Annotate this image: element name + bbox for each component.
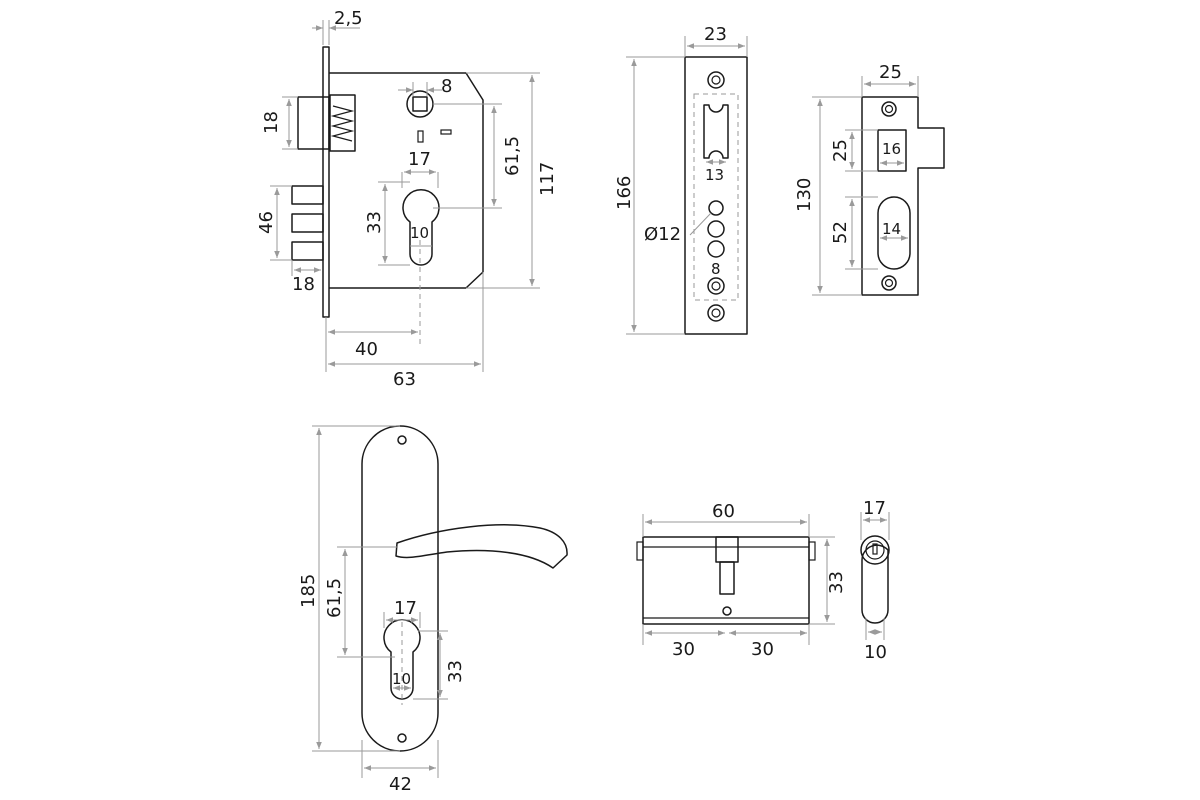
cylinder-end-profile	[861, 544, 889, 624]
cylinder-cam-slot	[715, 536, 739, 563]
dim-strike-width: 25	[879, 62, 902, 83]
body-slot-1	[417, 130, 424, 143]
cylinder-body	[642, 536, 810, 625]
mortise-lock-body	[329, 72, 484, 289]
mortise-faceplate-edge	[322, 46, 330, 318]
cylinder-keyway-plug	[865, 540, 885, 560]
latch-spring	[330, 105, 355, 142]
dim-faceplate-thickness: 2,5	[334, 8, 363, 29]
dim-hole-pitch: 8	[711, 260, 721, 278]
dim-cyl-width: 17	[408, 149, 431, 170]
faceplate-inner-dashed	[693, 93, 739, 301]
dim-latch-height: 18	[261, 111, 282, 134]
dim-hole-diameter: Ø12	[644, 224, 681, 245]
dim-body-depth: 63	[393, 369, 416, 390]
body-slot-2	[440, 129, 452, 135]
cylinder-profile-hole	[402, 189, 440, 266]
dim-cyl-height: 33	[364, 211, 385, 234]
latch-bolt	[297, 96, 330, 150]
dim-handle-cyl-narrow: 10	[392, 670, 411, 688]
faceplate-outline	[684, 56, 748, 335]
mortise-lock-view: 2,5 18 8 61,5 117 17 33 10	[256, 8, 558, 390]
dim-end-narrow: 10	[864, 642, 887, 663]
handle-lever	[395, 524, 568, 569]
dim-square-hole: 8	[441, 76, 452, 97]
deadbolt-3	[291, 241, 324, 261]
dim-handle-spacing: 61,5	[324, 578, 345, 618]
dim-deadbolt-span: 46	[256, 211, 277, 234]
dim-faceplate-height: 166	[614, 176, 635, 210]
deadbolt-1	[291, 185, 324, 205]
dim-bolt-cut-height: 52	[830, 221, 851, 244]
cylinder-side-view: 60 30 30 33	[636, 501, 847, 660]
handle-backplate	[361, 425, 439, 752]
dim-handle-width: 42	[389, 774, 412, 795]
dim-handle-height: 185	[298, 574, 319, 608]
handle-plate-view: 185 61,5 17 33 10 42	[298, 425, 568, 795]
follower-hub	[406, 90, 434, 118]
dim-latch-cut-height: 25	[830, 139, 851, 162]
faceplate-hole-2	[707, 220, 725, 238]
strike-latch-cutout	[877, 129, 907, 172]
strike-plate-outline	[861, 96, 945, 296]
cylinder-end-view: 17 10	[860, 498, 890, 663]
cylinder-fixing-hole	[722, 606, 732, 616]
dim-cyl-narrow: 10	[410, 224, 429, 242]
latch-spring-housing	[329, 94, 356, 152]
dim-cylinder-left-half: 30	[672, 639, 695, 660]
dim-cylinder-length: 60	[712, 501, 735, 522]
dim-bolt-projection: 18	[292, 274, 315, 295]
faceplate-view: 23 166 13 Ø12 8	[614, 24, 748, 335]
dim-handle-cyl-width: 17	[394, 598, 417, 619]
dim-cylinder-right-half: 30	[751, 639, 774, 660]
deadbolt-2	[291, 213, 324, 233]
strike-plate-view: 25 130 25 16 52 14	[794, 62, 945, 296]
strike-bolt-cutout	[877, 196, 911, 270]
cylinder-cam	[719, 561, 735, 595]
dim-strike-height: 130	[794, 178, 815, 212]
dim-backset-spacing: 61,5	[502, 136, 523, 176]
dim-handle-cyl-height: 33	[445, 660, 466, 683]
faceplate-hole-1	[708, 200, 724, 216]
dim-body-height: 117	[537, 162, 558, 196]
dim-bolt-cut-width: 14	[882, 220, 901, 238]
faceplate-hole-3	[707, 240, 725, 258]
dim-end-width: 17	[863, 498, 886, 519]
faceplate-latch-window	[703, 104, 729, 159]
dim-latch-cut-width: 16	[882, 140, 901, 158]
handle-cylinder-hole	[383, 619, 421, 700]
dim-faceplate-width: 23	[704, 24, 727, 45]
cylinder-end-face	[860, 535, 890, 565]
dim-latch-window: 13	[705, 166, 724, 184]
dim-cylinder-height: 33	[826, 571, 847, 594]
follower-square-hole	[412, 96, 428, 112]
dim-backset: 40	[355, 339, 378, 360]
